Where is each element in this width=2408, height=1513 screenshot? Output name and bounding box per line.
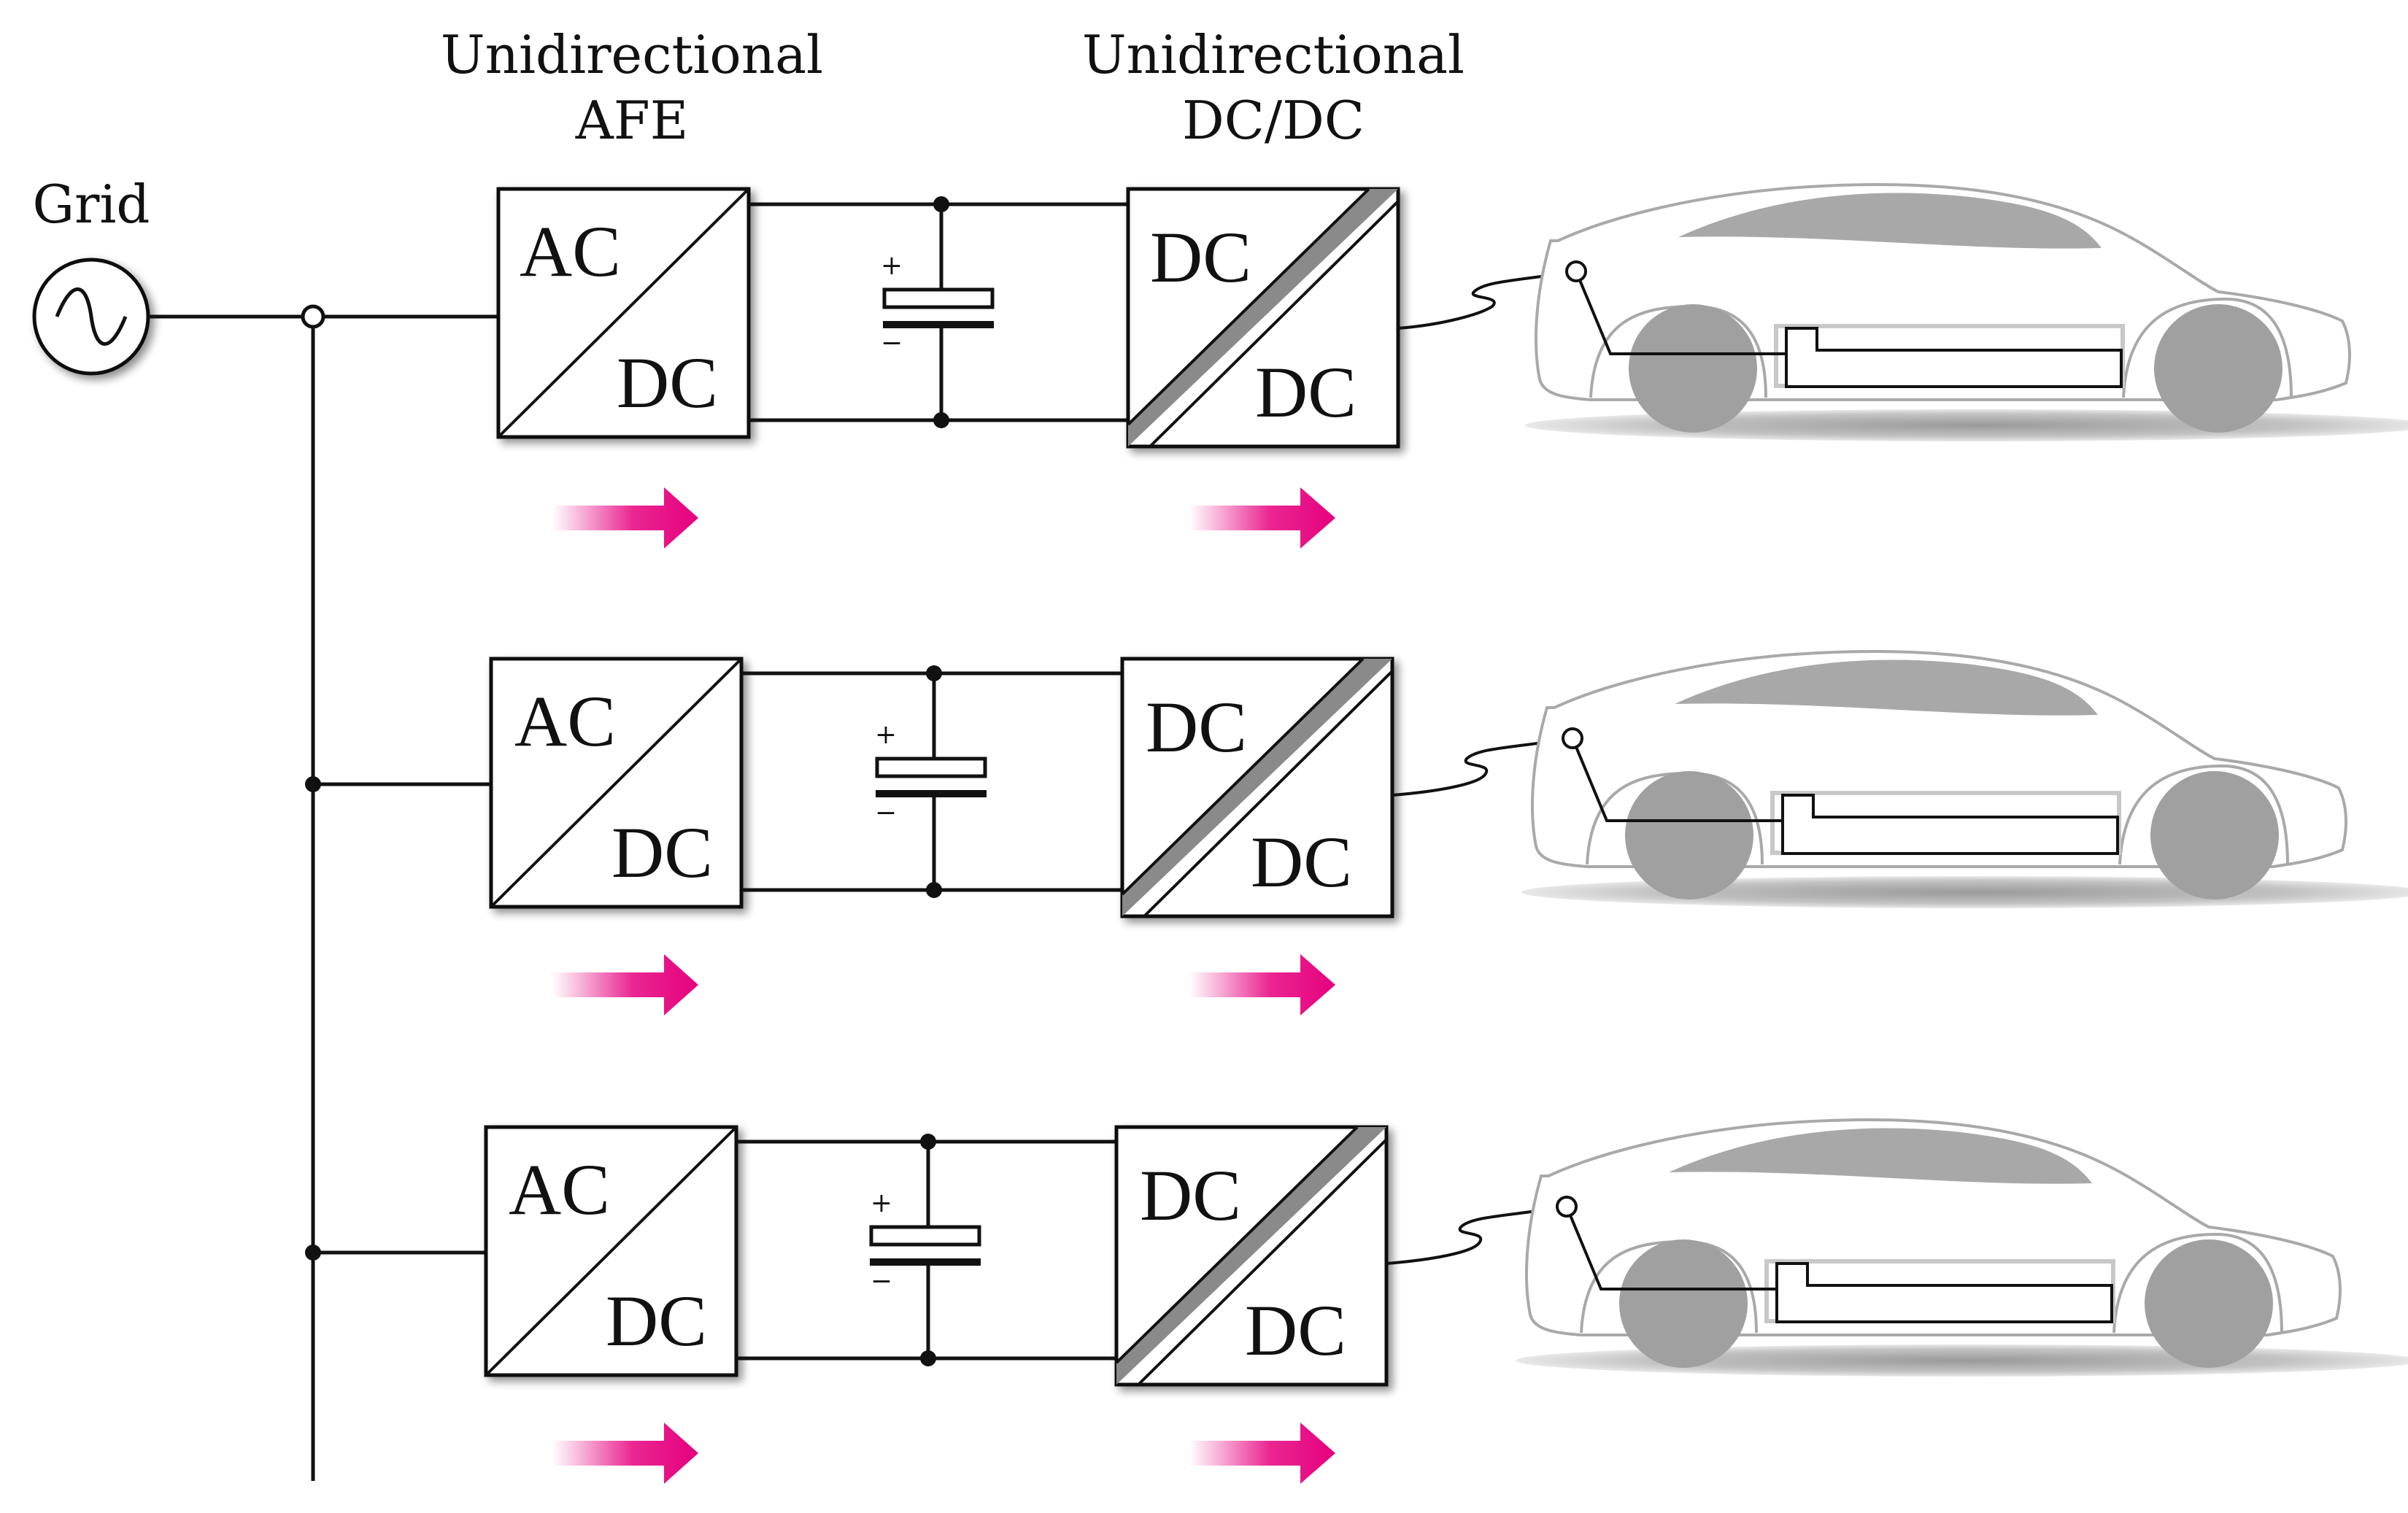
dc-link-capacitor: + −	[881, 196, 995, 428]
dcdc-header-line1: Unidirectional	[1082, 24, 1465, 85]
afe-header-line2: AFE	[575, 90, 689, 151]
power-flow-arrow	[552, 487, 698, 549]
cap-minus-label: −	[875, 798, 897, 828]
afe-dc-label: DC	[617, 342, 718, 423]
afe-ac-label: AC	[520, 211, 621, 292]
charging-cable	[1397, 270, 1577, 330]
afe-ac-label: AC	[514, 681, 616, 762]
dcdc-top-label: DC	[1146, 686, 1247, 767]
cap-minus-label: −	[881, 328, 903, 358]
afe-dc-label: DC	[606, 1280, 707, 1361]
power-flow-arrows	[552, 487, 1335, 1484]
power-flow-arrow	[1189, 1423, 1335, 1484]
charging-cable	[1386, 1205, 1567, 1265]
afe-block: AC DC	[496, 187, 751, 439]
cap-plus-label: +	[881, 251, 903, 281]
ev-car-2	[1521, 650, 2408, 908]
afe-header-line1: Unidirectional	[441, 24, 823, 85]
ev-car-1	[1525, 183, 2408, 441]
grid-bus	[148, 304, 498, 1481]
dcdc-bottom-label: DC	[1245, 1290, 1346, 1371]
power-flow-arrow	[1189, 954, 1335, 1015]
dcdc-top-label: DC	[1140, 1155, 1241, 1236]
charger-row-2: AC DC + − DC DC	[489, 657, 1573, 918]
afe-ac-label: AC	[509, 1149, 610, 1230]
cap-minus-label: −	[871, 1266, 892, 1296]
dcdc-block: DC DC	[1126, 187, 1400, 449]
charger-row-3: AC DC + − DC DC	[484, 1125, 1567, 1387]
afe-block: AC DC	[484, 1125, 738, 1377]
afe-dc-label: DC	[611, 812, 713, 893]
power-flow-arrow	[552, 954, 698, 1015]
charging-cable	[1392, 737, 1573, 797]
dcdc-bottom-label: DC	[1251, 821, 1352, 902]
charger-row-1: AC DC + − DC DC	[496, 187, 1577, 449]
power-flow-arrow	[1189, 487, 1335, 549]
afe-block: AC DC	[489, 657, 744, 909]
cap-plus-label: +	[875, 720, 897, 750]
grid-label: Grid	[32, 174, 150, 235]
dc-link-capacitor: + −	[869, 1134, 981, 1366]
ac-source-icon	[32, 258, 150, 376]
dcdc-block: DC DC	[1120, 657, 1394, 918]
bus-node-open	[301, 304, 325, 329]
dcdc-top-label: DC	[1150, 217, 1251, 298]
dcdc-bottom-label: DC	[1255, 352, 1357, 433]
dcdc-block: DC DC	[1114, 1125, 1389, 1387]
power-flow-arrow	[552, 1423, 698, 1484]
dcdc-header-line2: DC/DC	[1182, 90, 1365, 151]
cap-plus-label: +	[871, 1188, 892, 1218]
bus-node	[305, 776, 321, 792]
dc-link-capacitor: + −	[875, 665, 987, 898]
ev-car-3	[1516, 1118, 2408, 1377]
bus-node	[305, 1245, 321, 1261]
